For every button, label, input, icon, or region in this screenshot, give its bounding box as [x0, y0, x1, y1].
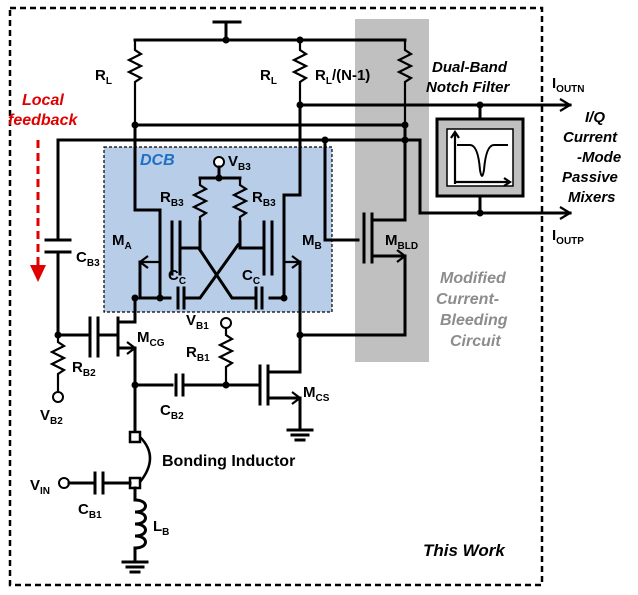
mcg-gate: [56, 316, 120, 358]
bleed-label-4: Circuit: [450, 333, 501, 350]
mb-drain: [282, 103, 302, 230]
bonding-inductor-label: Bonding Inductor: [162, 453, 295, 470]
mcs-arrow: [291, 391, 302, 405]
mcg-label: MCG: [137, 329, 165, 349]
ioutn-label: IOUTN: [552, 75, 585, 95]
vb2-label: VB2: [40, 407, 63, 427]
vb1-terminal: [220, 317, 232, 329]
rb2-resistor: [49, 335, 67, 392]
lb-ground: [121, 546, 149, 574]
mcs-transistor: [258, 333, 302, 432]
mbld-drain: [370, 123, 407, 222]
vb1-label: VB1: [186, 312, 209, 332]
cb3-capacitor: [44, 138, 72, 337]
mbld-arrow: [396, 249, 407, 263]
bleed-label-2: Current-: [436, 291, 499, 308]
this-work-label: This Work: [423, 541, 506, 560]
rl-mid-label: RL: [260, 67, 277, 87]
rl-left-label: RL: [95, 67, 112, 87]
dcb-label: DCB: [140, 152, 175, 169]
mb-label: MB: [302, 232, 322, 252]
notch-axes: [450, 130, 512, 187]
rb3-left-resistor: [191, 178, 209, 222]
outer-dashed-border: [8, 6, 544, 587]
mixer-label-4: Passive: [562, 169, 618, 186]
bonding-wire: [139, 436, 152, 483]
ioutp-arrow: [559, 206, 573, 220]
notch-filter-inner: [446, 128, 514, 187]
rb3-left-label: RB3: [160, 189, 184, 209]
ma-drain: [133, 123, 162, 230]
mixer-label-3: -Mode: [577, 149, 621, 166]
mcs-label: MCS: [303, 384, 330, 404]
local-feedback-label-2: feedback: [8, 112, 78, 129]
ma-gate: [178, 220, 202, 250]
rl-n-resistor: [396, 40, 414, 125]
bleed-label-1: Modified: [440, 270, 507, 287]
rb2-label: RB2: [72, 359, 96, 379]
cb1-label: CB1: [78, 501, 102, 521]
bleeding-region: [355, 19, 429, 362]
rl-mid-resistor: [291, 40, 309, 105]
cb1-capacitor: [67, 471, 132, 495]
lb-inductor: [134, 498, 147, 550]
vb2-terminal: [52, 391, 64, 403]
mcs-ground: [286, 428, 314, 442]
cb2-label: CB2: [160, 402, 184, 422]
mixer-label-5: Mixers: [568, 189, 616, 206]
mcg-arrow: [126, 341, 137, 355]
ioutp-label: IOUTP: [552, 227, 584, 247]
mixer-label-1: I/Q: [585, 109, 605, 126]
notch-label-1: Dual-Band: [432, 59, 508, 76]
bond-pad-top: [128, 430, 142, 444]
notch-response-curve: [457, 144, 508, 177]
rb3-right-resistor: [231, 178, 249, 222]
cc-left-label: CC: [168, 267, 186, 287]
rl-n-label: RL/(N-1): [315, 67, 370, 87]
notch-label-2: Notch Filter: [426, 79, 510, 96]
lb-label: LB: [153, 518, 169, 538]
ioutn-arrow: [559, 98, 573, 112]
ioutp-line: [56, 138, 572, 215]
mbld-gate: [323, 138, 374, 264]
bleed-label-3: Bleeding: [440, 312, 508, 329]
cb2-capacitor: [133, 373, 262, 397]
node-dots: [54, 36, 484, 389]
rb1-resistor: [217, 328, 235, 385]
rb1-label: RB1: [186, 344, 210, 364]
rl-left-resistor: [126, 40, 144, 125]
rb3-right-label: RB3: [252, 189, 276, 209]
vin-label: VIN: [30, 477, 50, 497]
mixer-label-2: Current: [563, 129, 618, 146]
mbld-label: MBLD: [385, 232, 418, 252]
local-feedback-label-1: Local: [22, 92, 64, 109]
cb3-label: CB3: [76, 249, 100, 269]
vb3-label: VB3: [228, 153, 251, 173]
ma-label: MA: [112, 232, 132, 252]
cc-right-label: CC: [242, 267, 260, 287]
mb-gate: [238, 220, 266, 250]
feedback-arrowhead: [30, 265, 46, 282]
mbld-source: [298, 254, 407, 337]
